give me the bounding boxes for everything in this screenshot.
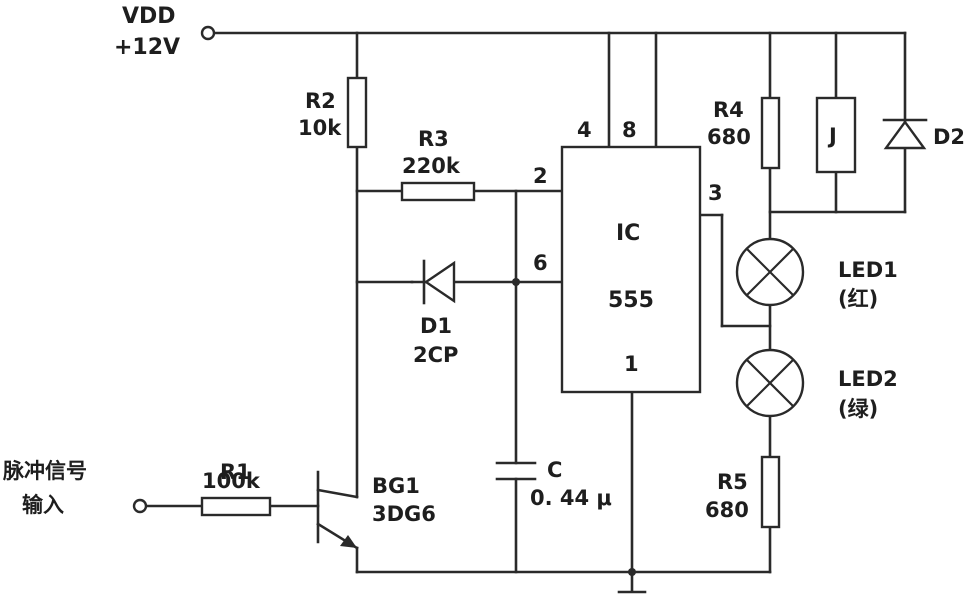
resistor-r4 (760, 96, 781, 170)
relay-label: J (827, 124, 837, 148)
pin-3-label: 3 (708, 181, 723, 205)
pin-4-label: 4 (577, 118, 592, 142)
led2-color-label: (绿) (838, 397, 878, 421)
d2-name-label: D2 (933, 125, 965, 149)
pin-8-label: 8 (622, 118, 637, 142)
relay-coil (815, 96, 857, 174)
cap-value-label: 0. 44 μ (530, 486, 612, 510)
led1-color-label: (红) (838, 287, 878, 311)
led1-lamp (735, 237, 805, 307)
resistor-r5 (760, 455, 781, 529)
d1-name-label: D1 (420, 314, 452, 338)
r5-value-label: 680 (705, 498, 749, 522)
diode-d2 (882, 118, 928, 150)
r1-value-label: 100k (202, 469, 261, 493)
r3-value-label: 220k (402, 154, 461, 178)
bg1-value-label: 3DG6 (372, 502, 436, 526)
ic-name-label: IC (616, 221, 640, 246)
led1-name-label: LED1 (838, 258, 898, 282)
r3-name-label: R3 (418, 127, 449, 151)
pin-6-label: 6 (533, 251, 548, 275)
junctions (132, 25, 636, 576)
bg1-name-label: BG1 (372, 474, 420, 498)
wiring (144, 31, 907, 592)
diode-d1 (410, 259, 456, 305)
vdd-label: VDD (122, 4, 176, 29)
r1-name-label: R1 (220, 460, 251, 484)
ic-value-label: 555 (608, 288, 654, 313)
transistor-bg1 (316, 470, 359, 550)
r4-value-label: 680 (707, 125, 751, 149)
input-label-line2: 输入 (22, 493, 64, 517)
supply-voltage-label: +12V (114, 35, 180, 60)
cap-name-label: C (547, 458, 562, 482)
resistor-r3 (400, 181, 476, 202)
r5-name-label: R5 (717, 470, 748, 494)
d1-value-label: 2CP (413, 343, 458, 367)
r4-name-label: R4 (713, 98, 744, 122)
ic-555-box (560, 145, 702, 394)
led2-lamp (735, 348, 805, 418)
resistor-r1 (200, 496, 272, 517)
pin-1-label: 1 (624, 352, 639, 376)
input-label-line1: 脉冲信号 (2, 459, 87, 483)
r2-name-label: R2 (305, 89, 336, 113)
r2-value-label: 10k (298, 116, 342, 140)
led2-name-label: LED2 (838, 367, 898, 391)
input-terminal (132, 498, 148, 514)
capacitor-c (495, 461, 537, 481)
resistor-r2 (346, 76, 368, 149)
pin-2-label: 2 (533, 164, 548, 188)
vdd-terminal (200, 25, 216, 41)
